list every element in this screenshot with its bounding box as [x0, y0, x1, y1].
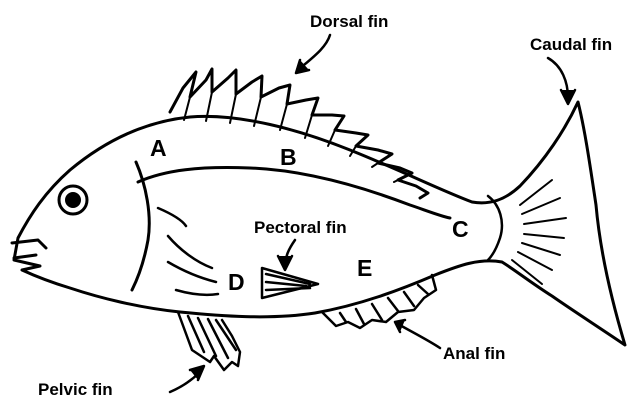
point-c-label: C: [452, 218, 469, 241]
lateral-line: [138, 168, 450, 218]
pectoral-base: [158, 208, 218, 295]
pelvic-fin-label: Pelvic fin: [38, 381, 113, 398]
pointer-arrows: [170, 35, 575, 392]
eye: [59, 186, 87, 214]
pelvic-fin-shape: [178, 312, 240, 370]
anal-fin-label: Anal fin: [443, 345, 505, 362]
point-d-label: D: [228, 271, 245, 294]
anal-fin-arrow: [395, 320, 440, 348]
dorsal-fin-arrow: [296, 35, 330, 73]
caudal-fin-label: Caudal fin: [530, 36, 612, 53]
caudal-fin-rays: [512, 180, 566, 284]
pelvic-fin-arrow: [170, 366, 204, 392]
point-a-label: A: [150, 137, 167, 160]
point-b-label: B: [280, 146, 297, 169]
point-e-label: E: [357, 257, 372, 280]
pectoral-fin-label: Pectoral fin: [254, 219, 347, 236]
pectoral-fin-shape: [262, 268, 318, 298]
pectoral-fin-arrow: [278, 240, 295, 270]
caudal-peduncle: [488, 196, 502, 260]
caudal-fin-arrow: [548, 58, 575, 104]
dorsal-fin-label: Dorsal fin: [310, 13, 388, 30]
